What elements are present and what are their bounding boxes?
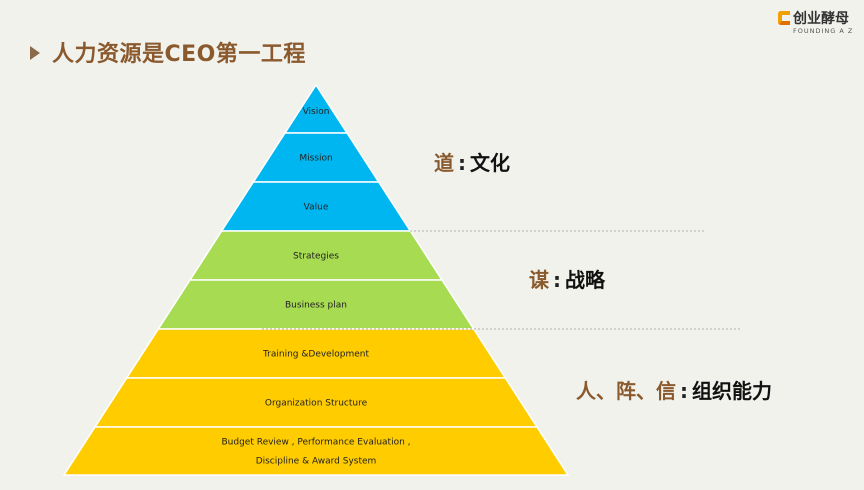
pyramid-layer-label: Mission [299, 154, 332, 164]
category-separator: : [680, 379, 688, 403]
logo-mark-icon [778, 11, 790, 25]
pyramid-layer [62, 426, 570, 476]
category-key: 人、阵、信 [576, 379, 676, 403]
pyramid-layer-label: Strategies [293, 252, 339, 262]
category-value: 文化 [470, 151, 510, 175]
pyramid-layer-label: Training &Development [262, 350, 369, 360]
pyramid-layer-label: Budget Review , Performance Evaluation , [221, 438, 410, 448]
category-mou: 谋:战略 [529, 264, 605, 293]
pyramid-layer-label: Vision [303, 107, 330, 117]
category-key: 谋 [529, 268, 549, 292]
pyramid-layer-label: Business plan [285, 301, 347, 311]
title-arrow-icon [30, 46, 40, 60]
pyramid-layer-label: Discipline & Award System [256, 457, 377, 467]
slide-title: 人力资源是CEO第一工程 [52, 42, 306, 67]
logo-name-en: FOUNDING A Z [793, 27, 854, 35]
pyramid-layer-label: Value [304, 203, 329, 213]
logo-name-cn: 创业酵母 [793, 11, 849, 27]
brand-logo: 创业酵母 FOUNDING A Z [778, 8, 860, 38]
category-people: 人、阵、信:组织能力 [576, 375, 772, 404]
category-value: 战略 [565, 268, 605, 292]
category-separator: : [458, 151, 466, 175]
pyramid-layer-label: Organization Structure [265, 399, 368, 409]
category-value: 组织能力 [692, 379, 772, 403]
category-dao: 道:文化 [434, 147, 510, 176]
category-key: 道 [434, 151, 454, 175]
category-separator: : [553, 268, 561, 292]
